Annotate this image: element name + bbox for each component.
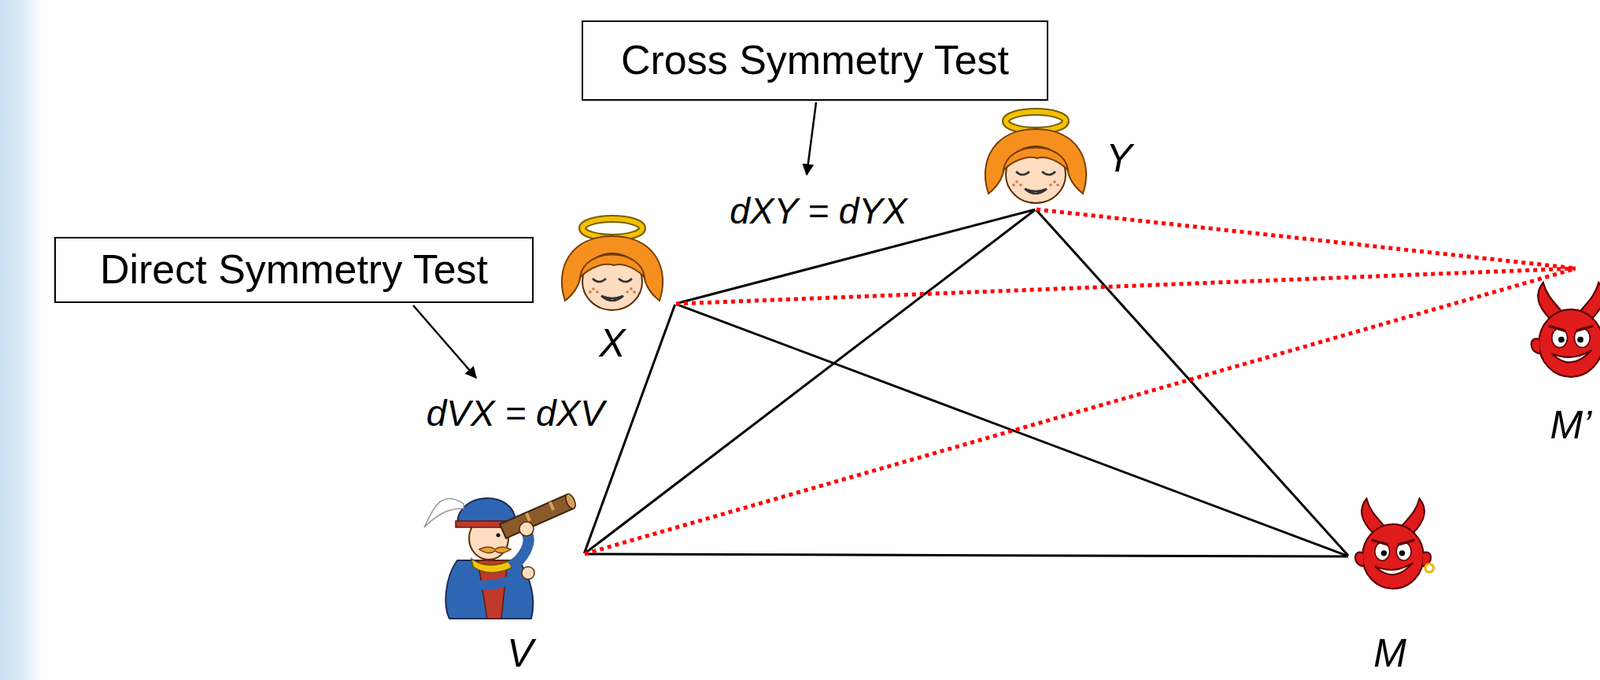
box-title: Cross Symmetry Test (620, 37, 1009, 83)
party-node: M (1348, 555, 1350, 558)
party-node: Y (1034, 208, 1037, 211)
party-node: M’ (1575, 267, 1578, 270)
test-box: Cross Symmetry Test (581, 20, 1049, 101)
attack-link (676, 268, 1576, 304)
box-title: Direct Symmetry Test (99, 247, 488, 292)
party-node: V (583, 553, 585, 555)
party-node: X (674, 303, 677, 305)
angel-figure (561, 218, 663, 311)
party-label: Y (1105, 138, 1132, 178)
devil-figure (1531, 282, 1600, 377)
distance-link (1036, 210, 1349, 556)
background-band (0, 0, 43, 680)
party-label: V (506, 633, 533, 673)
angel-figure (985, 111, 1087, 204)
distance-link (584, 554, 1349, 557)
party-label: M’ (1550, 405, 1593, 445)
devil-figure (1355, 498, 1434, 589)
distance-equation: dVX = dXV (426, 393, 605, 434)
attack-link (1036, 209, 1576, 269)
test-box: Direct Symmetry Test (54, 236, 534, 304)
leader-arrow (806, 102, 817, 175)
distance-link (676, 303, 1349, 556)
party-label: M (1373, 633, 1407, 673)
distance-equation: dXY = dYX (729, 191, 908, 232)
party-label: X (598, 323, 625, 363)
attack-link (584, 268, 1576, 554)
verifier-figure (424, 492, 578, 619)
leader-arrow (413, 305, 477, 378)
